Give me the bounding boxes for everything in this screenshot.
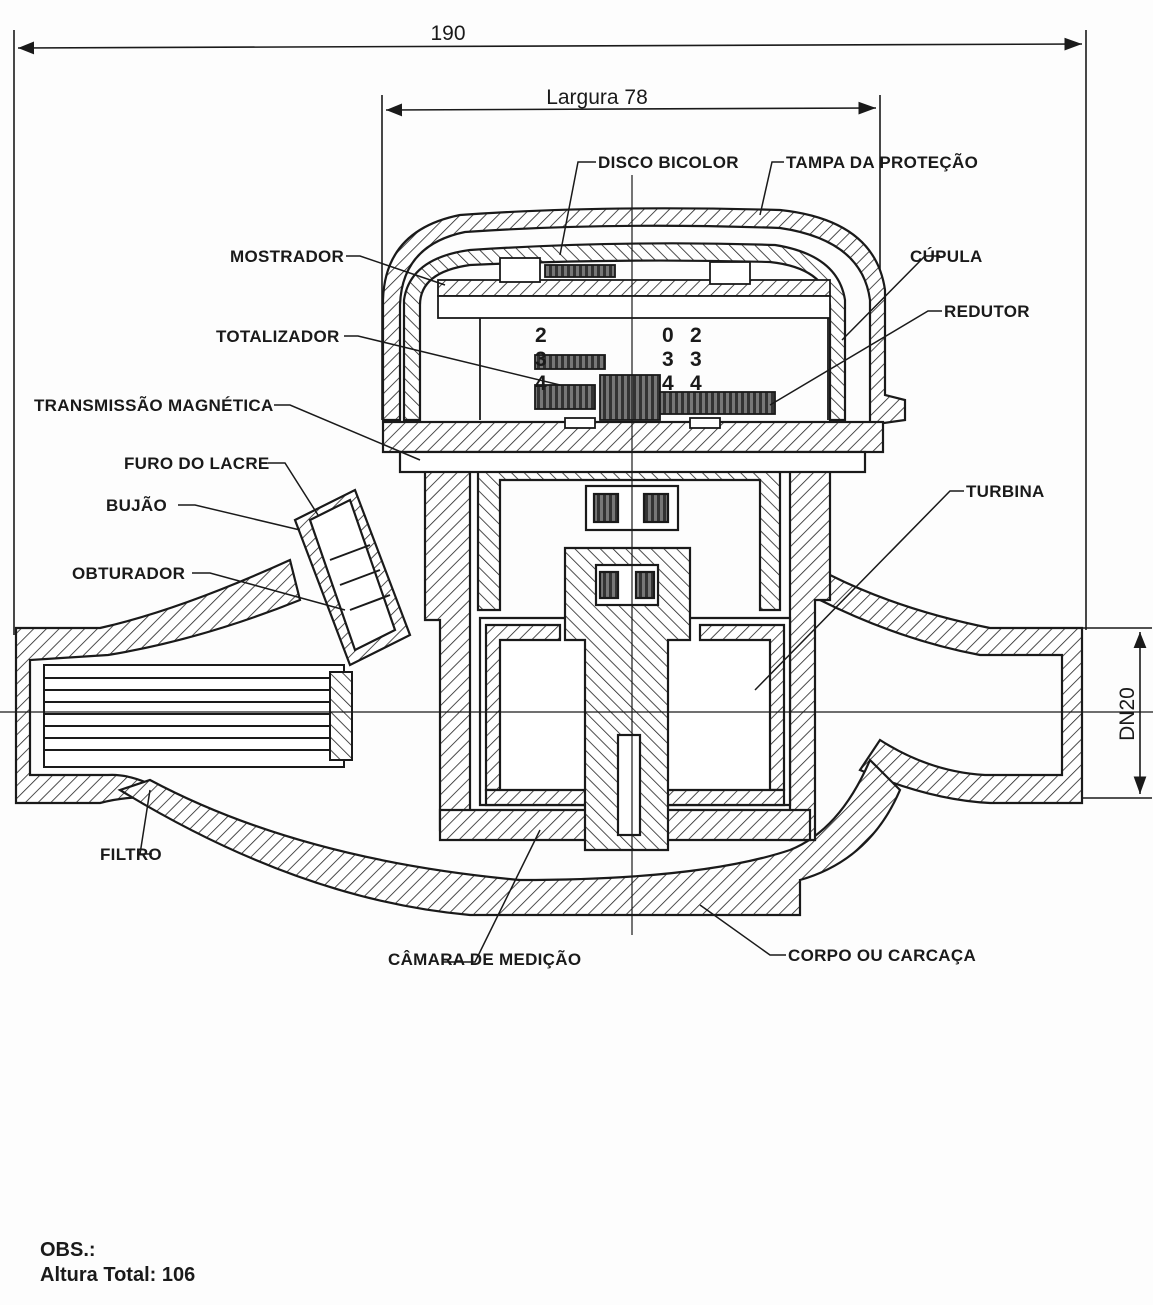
dimension-width: Largura 78 [546,86,648,109]
digit-right-b-3: 4 [690,372,702,395]
label-cupula: CÚPULA [910,247,983,266]
label-furo-do-lacre: FURO DO LACRE [124,454,270,473]
altura-total: Altura Total: 106 [40,1264,196,1286]
dome-and-cover [381,207,907,474]
label-redutor: REDUTOR [944,302,1030,321]
label-disco-bicolor: DISCO BICOLOR [598,153,739,172]
dimension-lines [13,30,1152,799]
dimension-dn: DN20 [1116,687,1139,741]
digit-right-a-3: 4 [662,372,674,395]
label-camara-de-medicao: CÂMARA DE MEDIÇÃO [388,949,581,969]
label-totalizador: TOTALIZADOR [216,327,340,346]
counter-digits: 2 3 4 0 3 4 2 3 4 [535,324,702,395]
digit-right-a-1: 0 [662,324,674,347]
label-tampa-protecao: TAMPA DA PROTEÇÃO [786,152,978,172]
label-mostrador: MOSTRADOR [230,247,344,266]
label-bujao: BUJÃO [106,495,167,515]
register-mechanism [437,257,831,429]
filter [43,664,353,768]
digit-right-a-2: 3 [662,348,674,371]
label-corpo-ou-carcaca: CORPO OU CARCAÇA [788,946,976,965]
label-filtro: FILTRO [100,845,162,864]
digit-left-2: 3 [535,348,547,371]
label-turbina: TURBINA [966,482,1045,501]
obs-label: OBS.: [40,1239,96,1261]
digit-right-b-1: 2 [690,324,702,347]
dimension-length: 190 [430,22,465,45]
digit-right-b-2: 3 [690,348,702,371]
leader-lines [139,161,964,963]
label-obturador: OBTURADOR [72,564,185,583]
digit-left-1: 2 [535,324,547,347]
center-lines [0,175,1153,935]
notes-block: OBS.: Altura Total: 106 [40,1238,195,1288]
part-labels: DISCO BICOLOR TAMPA DA PROTEÇÃO MOSTRADO… [34,152,1045,969]
digit-left-3: 4 [535,372,547,395]
label-transmissao-magnetica: TRANSMISSÃO MAGNÉTICA [34,395,274,415]
